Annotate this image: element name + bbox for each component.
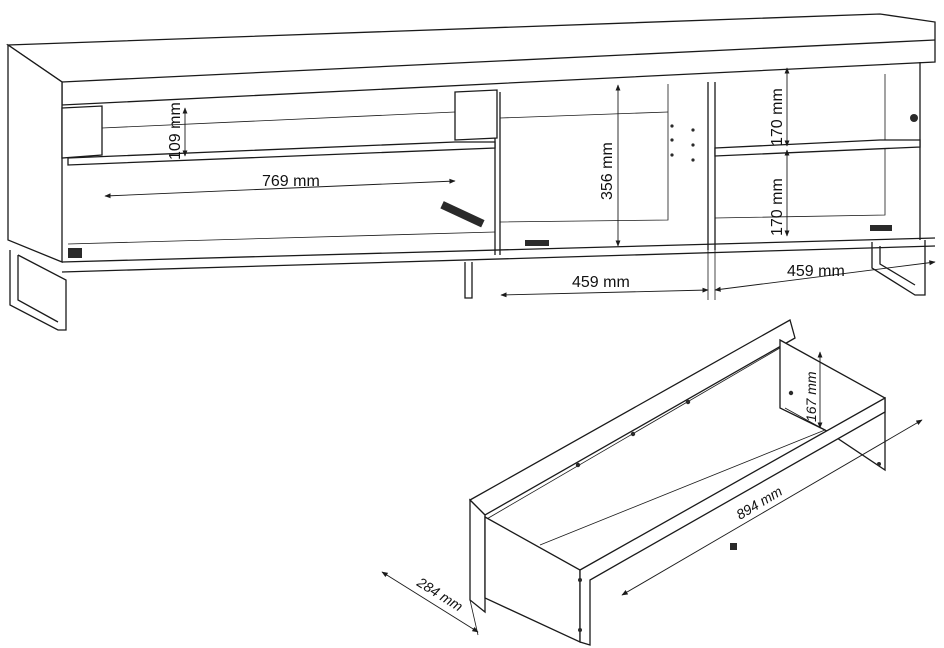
tv-cabinet: 109 mm 769 mm 356 mm 170 mm 170 mm 459 m… (6, 13, 936, 331)
cam-lock (910, 114, 918, 122)
shelf-pin-holes (670, 124, 695, 162)
hinge (525, 240, 549, 246)
drawer-box: 167 mm 894 mm 284 mm (381, 319, 923, 646)
left-shelf (67, 141, 496, 166)
drawer-front-right (454, 89, 498, 141)
dim-drawer-height: 167 mm (803, 371, 819, 422)
hinge (68, 248, 82, 258)
middle-leg (464, 262, 473, 299)
drawer-runner (440, 201, 485, 228)
dim-drawer-width: 769 mm (262, 173, 320, 190)
right-shelf (714, 139, 921, 157)
dim-right-width: 459 mm (787, 263, 845, 280)
hinge (870, 225, 892, 231)
cabinet-left-side (7, 43, 63, 263)
left-leg (9, 250, 67, 331)
dim-drawer-height: 109 mm (167, 102, 184, 160)
dim-lower-shelf-height: 170 mm (769, 178, 786, 236)
drawer-front-panel (484, 515, 581, 644)
drawer-front-left (61, 105, 103, 159)
dim-middle-width: 459 mm (572, 274, 630, 291)
dim-upper-shelf-height: 170 mm (769, 88, 786, 146)
dim-compartment-height: 356 mm (599, 142, 616, 200)
